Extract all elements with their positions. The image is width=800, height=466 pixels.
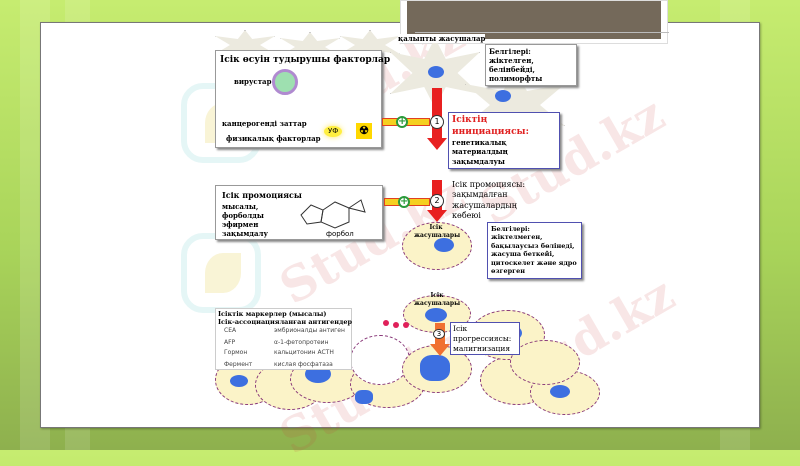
plus-icon: + xyxy=(398,196,410,208)
radiation-icon: ☢ xyxy=(356,123,372,139)
promotion-box-text: мысалы, форболды эфирмен зақымдалу xyxy=(222,202,268,239)
nucleus xyxy=(550,385,570,398)
progression-text: малигнизация xyxy=(453,343,511,353)
factors-title: Ісік өсуін тудырушы факторлар xyxy=(220,55,391,65)
promotion-title: Ісік промоциясы: xyxy=(452,180,526,189)
tumor-cells-label: Ісік жасушалары xyxy=(414,224,461,239)
marker-value: α-1-фетопротеин xyxy=(274,339,329,346)
phorbol-structure-icon xyxy=(300,199,366,229)
nucleus xyxy=(434,238,454,252)
marker-value: кальцитонин ACTH xyxy=(274,349,334,356)
step-2: 2 xyxy=(430,194,444,208)
factors-box: Ісік өсуін тудырушы факторлар вирустар к… xyxy=(215,50,390,148)
nucleus xyxy=(355,390,373,404)
initiation-box: Ісіктің инициациясы: генетикалық материа… xyxy=(448,112,560,169)
tumor-signs: Белгілері: жіктелмеген, бақылаусыз бөлін… xyxy=(487,222,582,279)
nucleus xyxy=(420,355,450,381)
markers-subtitle: Ісік-ассоциацияланған антигендер xyxy=(218,318,353,326)
arrow-down-head xyxy=(430,344,450,356)
arrow-down-head xyxy=(427,138,447,150)
viruses-label: вирустар xyxy=(234,77,272,86)
markers-title: Ісіктік маркерлер (мысалы) xyxy=(218,310,327,318)
marker-value: кислая фосфатаза xyxy=(274,361,333,368)
promotion-info: Ісік промоциясы: зақымдалған жасушаларды… xyxy=(452,180,542,222)
carcinogens-label: канцерогенді заттар xyxy=(222,119,307,128)
watermark-logo xyxy=(181,233,261,313)
physical-label: физикалық факторлар xyxy=(226,134,321,143)
tumor-cell xyxy=(510,340,580,385)
plus-icon: + xyxy=(396,116,408,128)
nucleus xyxy=(425,308,447,322)
tumor-cells-label: Ісік жасушалары xyxy=(414,292,461,307)
antigen-dot xyxy=(393,322,399,328)
initiation-text: генетикалық материалдың зақымдалуы xyxy=(452,138,508,166)
normal-signs: Белгілері: жіктелген, белінбейді, полимо… xyxy=(485,44,577,87)
nucleus xyxy=(428,66,444,78)
marker-name: Фермент xyxy=(224,361,253,368)
promotion-box: Ісік промоциясы мысалы, форболды эфирмен… xyxy=(215,185,383,240)
step-3: 3 xyxy=(433,329,445,339)
marker-name: AFP xyxy=(224,339,236,346)
nucleus xyxy=(495,90,511,102)
tumor-cell xyxy=(350,335,410,385)
phorbol-label: форбол xyxy=(326,230,354,238)
arrow-down-head xyxy=(427,210,447,222)
progression-box: Ісік прогрессиясы: малигнизация xyxy=(450,322,520,356)
promotion-text: зақымдалған жасушалардың көбеюі xyxy=(452,190,517,221)
marker-name: Гормон xyxy=(224,349,248,356)
uv-icon: УФ xyxy=(324,126,343,138)
initiation-title: Ісіктің инициациясы: xyxy=(452,115,529,137)
marker-value: эмбрионалды антиген xyxy=(274,327,345,334)
marker-name: CEA xyxy=(224,327,237,334)
antigen-dot xyxy=(383,320,389,326)
progression-title: Ісік прогрессиясы: xyxy=(453,324,512,343)
step-1: 1 xyxy=(430,115,444,129)
markers-box: Ісіктік маркерлер (мысалы) Ісік-ассоциац… xyxy=(215,308,352,370)
nucleus xyxy=(230,375,248,387)
arrow-down xyxy=(432,88,442,138)
promotion-box-title: Ісік промоциясы xyxy=(222,190,302,200)
normal-cells-label: қалыпты жасушалар xyxy=(398,34,486,44)
virus-icon xyxy=(272,69,298,95)
antigen-dot xyxy=(403,322,409,328)
